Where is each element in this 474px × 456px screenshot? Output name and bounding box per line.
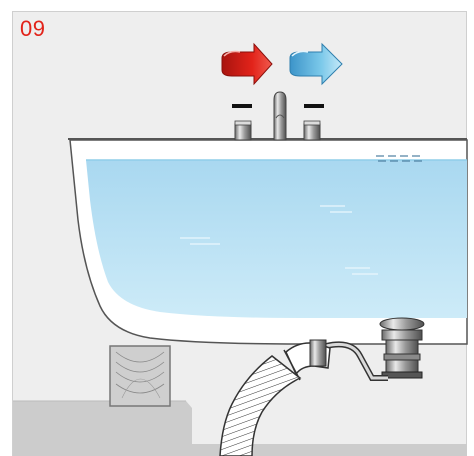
cold-rotate-arrow-icon (289, 42, 343, 86)
right-tap-handle (303, 120, 321, 141)
spout (273, 91, 287, 141)
drain-plug (379, 317, 425, 379)
bathtub (68, 138, 468, 345)
waste-elbow (283, 339, 331, 381)
overflow-slots (376, 155, 422, 162)
minus-icon (304, 104, 324, 108)
left-tap-handle (234, 120, 252, 141)
overflow-pipe (325, 341, 388, 381)
wooden-support-block (109, 345, 171, 407)
water (86, 160, 467, 318)
minus-icon (232, 104, 252, 108)
hot-rotate-arrow-icon (221, 42, 273, 86)
flexible-drain-hose (219, 355, 302, 456)
step-number: 09 (20, 16, 46, 41)
